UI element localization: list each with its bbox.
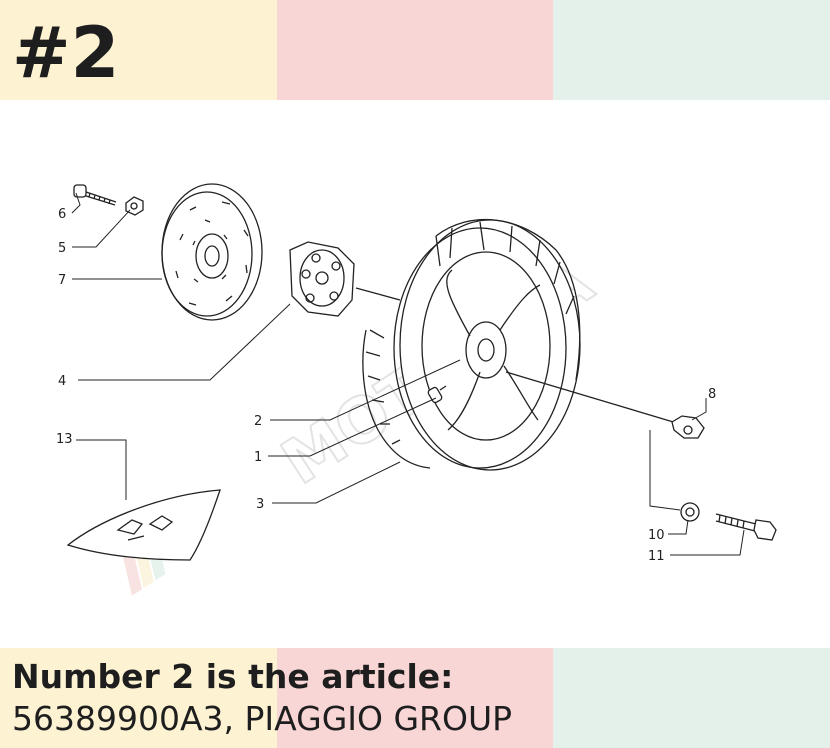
- bottom-band-pink: [276, 648, 554, 748]
- leader-lines: [71, 192, 745, 556]
- callout-4: 4: [58, 374, 66, 389]
- axle-line-right: [505, 371, 681, 425]
- bottom-color-band: [0, 648, 830, 748]
- axle-line: [355, 287, 401, 301]
- bottom-band-yellow: [0, 648, 277, 748]
- brake-disc-7-icon: [161, 183, 263, 321]
- washer-5-icon: [125, 196, 144, 216]
- wheel-assembly-icon: [362, 218, 581, 471]
- callout-13: 13: [56, 432, 73, 447]
- callout-7: 7: [58, 273, 66, 288]
- hub-4-icon: [289, 241, 355, 317]
- item-number-badge: #2: [12, 12, 120, 94]
- callout-6: 6: [58, 207, 66, 222]
- nut-8-icon: [671, 415, 705, 439]
- exploded-parts-diagram: MOTORKA: [56, 183, 777, 596]
- article-caption: Number 2 is the article: 56389900A3, PIA…: [12, 656, 512, 740]
- caption-heading: Number 2 is the article:: [12, 657, 454, 696]
- callout-1: 1: [254, 450, 262, 465]
- top-band-pink: [276, 0, 554, 100]
- top-band-mint: [553, 0, 830, 100]
- washer-10-icon: [680, 502, 700, 522]
- callout-11: 11: [648, 549, 665, 564]
- caption-article-number: 56389900A3, PIAGGIO GROUP: [12, 699, 513, 738]
- callout-10: 10: [648, 528, 665, 543]
- bolt-11-icon: [715, 513, 777, 541]
- callout-2: 2: [254, 414, 262, 429]
- screw-6-icon: [73, 184, 117, 206]
- callout-5: 5: [58, 241, 66, 256]
- callout-3: 3: [256, 497, 264, 512]
- manual-13-icon: [66, 489, 221, 561]
- bottom-band-mint: [553, 648, 830, 748]
- top-band-yellow: [0, 0, 277, 100]
- callout-8: 8: [708, 387, 716, 402]
- top-color-band: [0, 0, 830, 100]
